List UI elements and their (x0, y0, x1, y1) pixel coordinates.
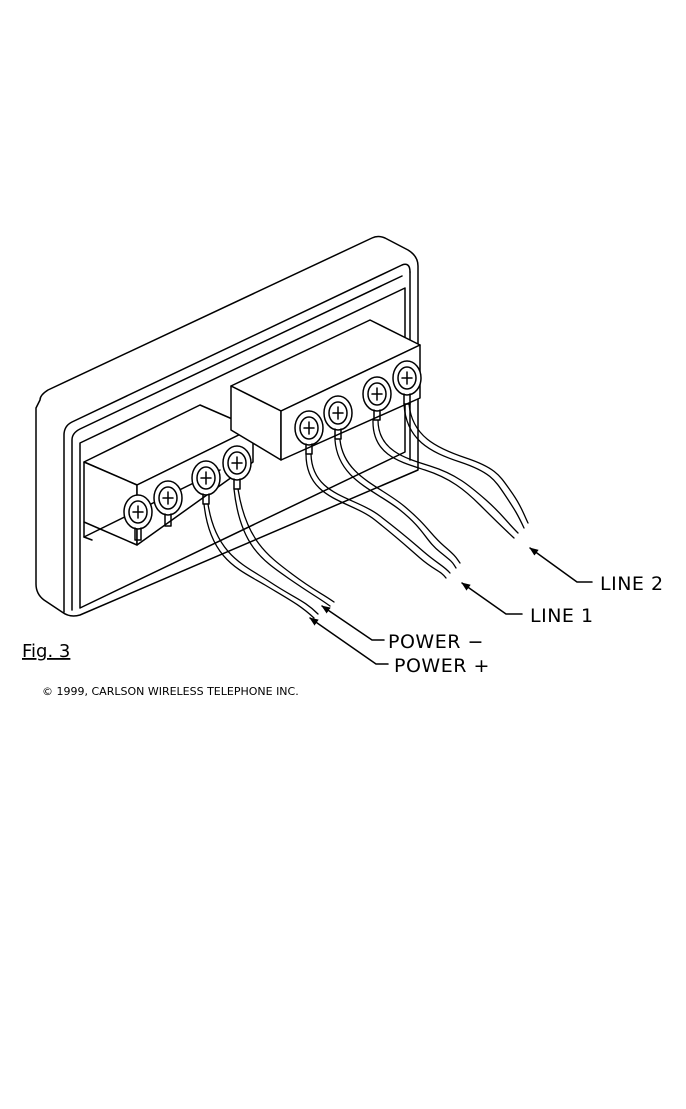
copyright-notice: © 1999, CARLSON WIRELESS TELEPHONE INC. (42, 685, 299, 698)
power-plus-label: POWER + (394, 655, 490, 677)
line1-label: LINE 1 (530, 605, 594, 627)
power-minus-label: POWER − (388, 631, 484, 653)
line2-label: LINE 2 (600, 573, 664, 595)
figure-caption: Fig. 3 (22, 641, 70, 662)
